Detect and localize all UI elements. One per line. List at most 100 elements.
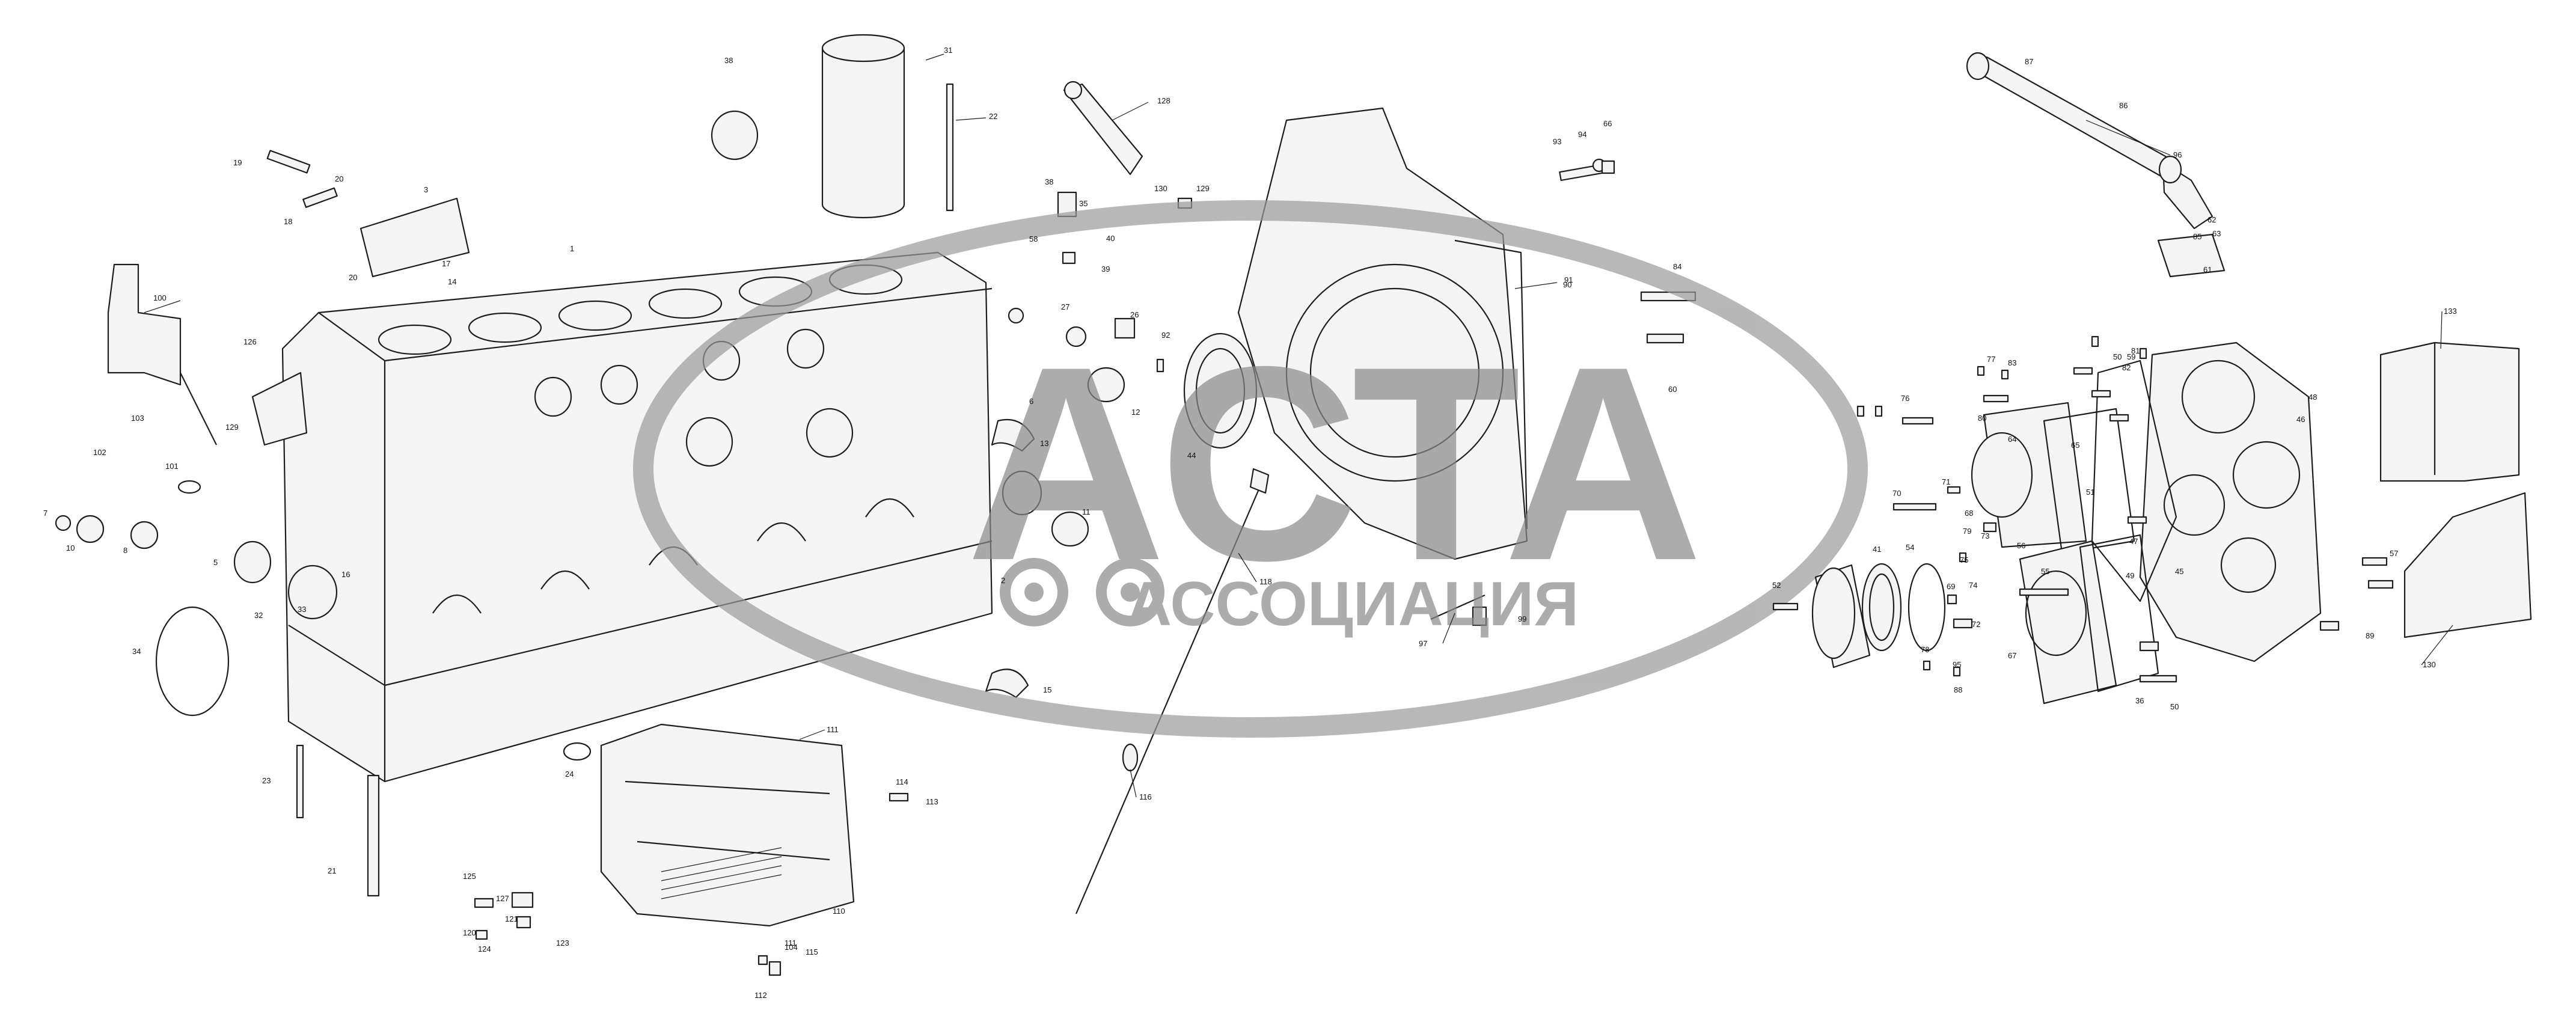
cylinder-liner	[821, 34, 905, 219]
callout-label: 44	[1187, 451, 1196, 460]
callout-label: 114	[896, 777, 908, 786]
housing-bolts	[1430, 158, 1696, 626]
timing-case	[2139, 341, 2322, 662]
callout-label: 79	[1963, 527, 1971, 536]
callout-label: 56	[2017, 541, 2025, 550]
callout-label: 2	[1001, 576, 1005, 585]
callout-label: 65	[2071, 441, 2079, 450]
callout-label: 95	[1953, 660, 1961, 669]
callout-label: 60	[1668, 385, 1677, 394]
bolt-23	[296, 744, 304, 819]
callout-label: 7	[43, 509, 47, 518]
callout-label: 111	[785, 938, 797, 947]
callout-label: 128	[1157, 96, 1170, 105]
callout-label: 129	[1196, 184, 1210, 193]
gasket-34	[155, 606, 230, 717]
callout-label: 27	[1061, 302, 1069, 311]
callout-label: 118	[1259, 577, 1272, 586]
ring-10	[76, 515, 105, 543]
callout-label: 70	[1892, 489, 1901, 498]
callout-label: 63	[2212, 229, 2221, 238]
callout-label: 1	[570, 244, 574, 253]
callout-label: 5	[213, 558, 218, 567]
timing-case-gasket	[2091, 360, 2177, 602]
callout-label: 83	[2008, 358, 2016, 367]
callout-label: 34	[132, 647, 141, 656]
cover-plates	[1971, 402, 2159, 705]
watermark-gear-icon	[1000, 558, 1068, 626]
callout-label: 72	[1972, 620, 1980, 629]
callout-label: 33	[298, 605, 306, 614]
timing-case-bolts	[1772, 335, 2394, 683]
callout-label: 77	[1987, 355, 1995, 364]
seal-7	[55, 515, 72, 531]
callout-label: 61	[2203, 265, 2212, 274]
callout-label: 13	[1040, 439, 1048, 448]
callout-label: 75	[1960, 555, 1968, 565]
callout-label: 112	[754, 991, 767, 1000]
callout-label: 40	[1106, 234, 1115, 243]
callout-label: 45	[2175, 567, 2183, 576]
callout-label: 115	[806, 947, 818, 956]
callout-label: 82	[2122, 363, 2131, 372]
callout-label: 39	[1101, 265, 1110, 274]
callout-label: 123	[556, 938, 569, 947]
callout-label: 94	[1578, 130, 1586, 139]
callout-label: 10	[66, 543, 75, 552]
callout-label: 116	[1139, 792, 1152, 801]
callout-label: 6	[1029, 397, 1033, 406]
callout-label: 100	[153, 293, 167, 302]
callout-label: 73	[1981, 531, 1989, 540]
callout-label: 54	[1906, 543, 1914, 552]
callout-label: 74	[1969, 581, 1977, 590]
callout-label: 41	[1873, 545, 1881, 554]
callout-label: 8	[123, 546, 127, 555]
callout-label: 18	[284, 217, 292, 226]
bolt-18	[302, 187, 338, 208]
front-hardware	[985, 81, 1193, 699]
cylinder-block	[281, 251, 993, 783]
callout-label: 38	[1045, 177, 1053, 186]
callout-label: 121	[505, 914, 518, 923]
callout-label: 58	[1029, 234, 1038, 243]
callout-label: 68	[1965, 509, 1973, 518]
side-covers	[2379, 341, 2532, 638]
callout-label: 124	[478, 944, 491, 953]
breather-pipe	[1966, 52, 2226, 278]
callout-label: 49	[2126, 571, 2134, 580]
callout-label: 26	[1130, 310, 1139, 319]
ring-102	[177, 480, 201, 494]
callout-label: 92	[1161, 331, 1170, 340]
callout-label: 78	[1921, 645, 1929, 654]
ring-24	[563, 742, 592, 761]
callout-label: 20	[349, 273, 357, 282]
callout-label: 81	[2131, 346, 2140, 355]
callout-label: 11	[1082, 507, 1091, 516]
seal-32	[287, 565, 338, 620]
callout-label: 110	[833, 907, 845, 916]
callout-label: 31	[944, 46, 952, 55]
water-outlet-pipe	[107, 263, 182, 386]
callout-label: 125	[463, 872, 476, 881]
callout-label: 86	[2119, 101, 2128, 110]
breather-bracket	[359, 197, 470, 278]
callout-label: 32	[254, 611, 263, 620]
core-plugs	[534, 328, 854, 467]
callout-label: 126	[243, 337, 257, 346]
callout-label: 20	[335, 174, 343, 183]
watermark-title: АСТА	[966, 310, 1703, 618]
callout-label: 19	[233, 158, 242, 167]
oil-pan-ribs	[661, 847, 782, 899]
callout-label: 129	[225, 423, 239, 432]
callout-label: 24	[565, 770, 574, 779]
callout-label: 57	[2390, 549, 2398, 558]
callout-label: 66	[1603, 119, 1612, 128]
callout-label: 111	[827, 725, 839, 734]
head-stud	[946, 83, 954, 212]
callout-label: 93	[1553, 137, 1561, 146]
callout-label: 50	[2170, 702, 2179, 711]
callout-label: 62	[2207, 215, 2216, 224]
callout-label: 102	[93, 448, 106, 457]
bush-5	[233, 540, 272, 584]
